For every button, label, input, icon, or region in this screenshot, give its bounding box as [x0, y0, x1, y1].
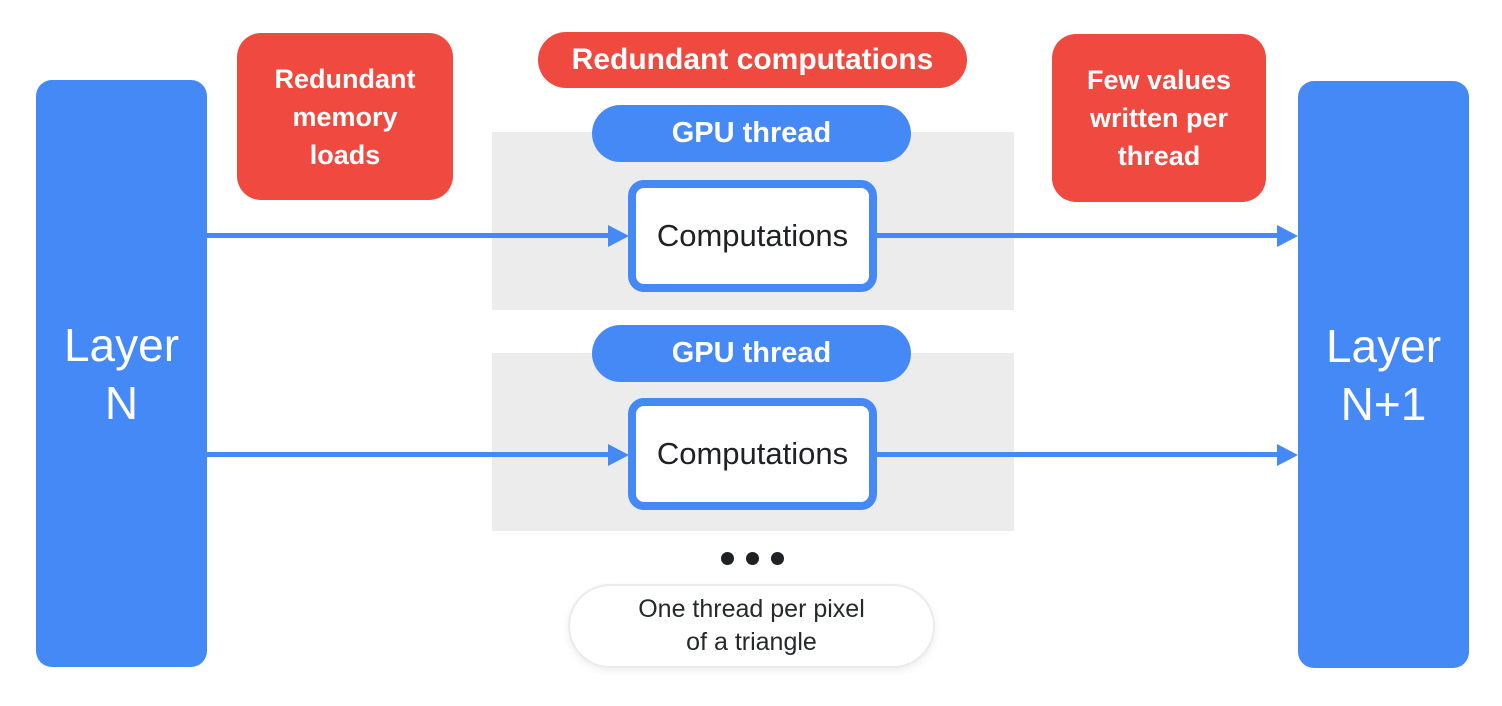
layer-n1-label-line2: N+1 — [1340, 377, 1427, 430]
computations-label-1: Computations — [656, 218, 849, 253]
layer-n1-box: Layer N+1 — [1298, 81, 1469, 668]
gpu-thread-label-2: GPU thread — [671, 337, 832, 369]
arrow-line — [207, 452, 608, 457]
few-values-line2: written per — [1089, 103, 1229, 133]
dot-icon — [771, 552, 784, 565]
computations-box-1: Computations — [628, 180, 877, 292]
gpu-thread-pill-1: GPU thread — [592, 105, 911, 162]
redundant-memory-line1: Redundant — [274, 63, 416, 94]
redundant-computations-callout: Redundant computations — [538, 32, 967, 88]
arrow-head-icon — [1277, 225, 1298, 247]
footnote-line1: One thread per pixel — [638, 595, 865, 623]
few-values-callout: Few values written per thread — [1052, 34, 1266, 202]
redundant-computations-label: Redundant computations — [571, 43, 934, 76]
redundant-memory-line3: loads — [309, 139, 381, 170]
few-values-line1: Few values — [1086, 65, 1232, 95]
arrow-line — [875, 452, 1277, 457]
arrow-head-icon — [608, 225, 629, 247]
gpu-thread-pill-2: GPU thread — [592, 325, 911, 382]
layer-n1-label-line1: Layer — [1325, 319, 1442, 372]
layer-n-box: Layer N — [36, 80, 207, 667]
layer-n-label-line1: Layer — [63, 318, 180, 371]
dot-icon — [746, 552, 759, 565]
dot-icon — [721, 552, 734, 565]
redundant-memory-callout: Redundant memory loads — [237, 33, 453, 200]
arrow-line — [875, 233, 1277, 238]
arrow-line — [207, 233, 608, 238]
computations-box-2: Computations — [628, 398, 877, 510]
few-values-line3: thread — [1117, 141, 1201, 171]
footnote-pill: One thread per pixel of a triangle — [568, 584, 935, 668]
arrow-head-icon — [608, 444, 629, 466]
gpu-thread-label-1: GPU thread — [671, 117, 832, 149]
redundant-memory-line2: memory — [292, 101, 398, 132]
ellipsis-dots — [721, 552, 784, 565]
footnote-line2: of a triangle — [686, 628, 817, 656]
computations-label-2: Computations — [656, 436, 849, 471]
layer-n-label-line2: N — [104, 376, 139, 429]
arrow-head-icon — [1277, 444, 1298, 466]
